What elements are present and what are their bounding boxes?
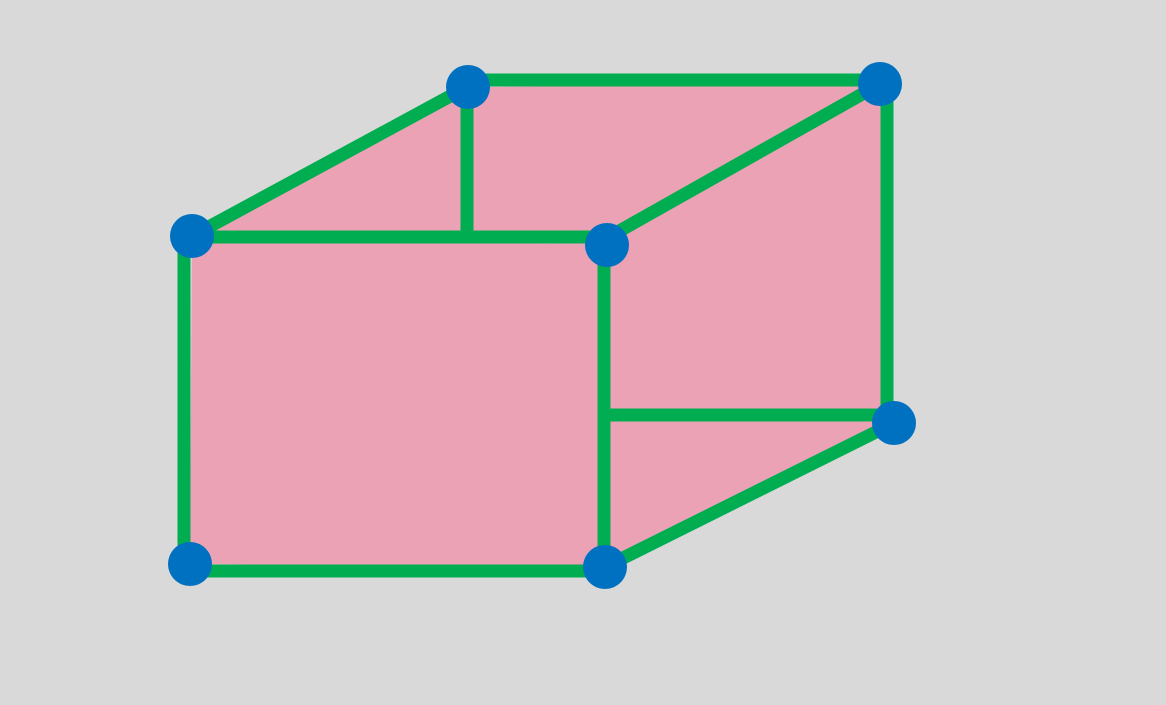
- vertex-front-bottom-right: [583, 545, 627, 589]
- edge-top-right-diagonal: [603, 78, 884, 244]
- edge-top-left-diagonal: [188, 81, 471, 242]
- edges-layer: [177, 73, 897, 578]
- vertex-back-bottom-right: [872, 401, 916, 445]
- face-top: [192, 84, 880, 245]
- vertex-front-top-right: [585, 223, 629, 267]
- vertex-front-top-left: [170, 214, 214, 258]
- faces-layer: [190, 84, 894, 567]
- face-front: [190, 236, 607, 567]
- vertices-layer: [168, 62, 916, 589]
- vertex-front-bottom-left: [168, 542, 212, 586]
- vertex-top-back-right: [858, 62, 902, 106]
- edge-bottom-right-diagonal: [602, 417, 897, 573]
- vertex-top-back-left: [446, 65, 490, 109]
